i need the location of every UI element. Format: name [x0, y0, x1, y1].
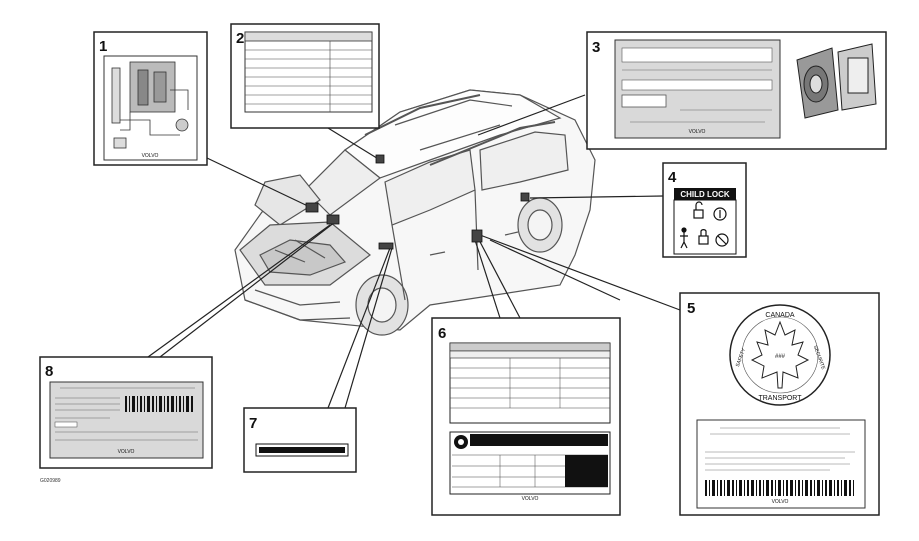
canada-bottom-text: TRANSPORT — [758, 395, 802, 402]
callout-8: 8 — [45, 363, 53, 380]
panel-1-brand: VOLVO — [142, 153, 159, 159]
canada-barcode — [705, 480, 854, 496]
callout-numbers: 1 2 3 4 5 6 7 8 — [45, 30, 695, 432]
panel-5-canada-label: CANADA TRANSPORT SAFETY SECURITE ### — [679, 292, 880, 516]
maple-text: ### — [775, 354, 786, 360]
canada-top-text: CANADA — [765, 312, 795, 319]
callout-2: 2 — [236, 30, 244, 47]
panel-6-tire-info-label: VOLVO — [431, 317, 621, 516]
callout-1: 1 — [99, 38, 107, 55]
panel-7-sill-label — [243, 407, 357, 473]
panel-3-fuel-label: VOLVO — [586, 31, 887, 150]
panel-4-child-lock: CHILD LOCK — [662, 162, 747, 258]
child-lock-title: CHILD LOCK — [680, 190, 730, 199]
panel-1-emission-label: VOLVO — [93, 31, 208, 166]
panel-8-brand: VOLVO — [118, 449, 135, 455]
vin-barcode — [125, 396, 193, 412]
panel-6-brand: VOLVO — [522, 496, 539, 502]
panel-2-tire-table — [230, 23, 380, 129]
label-markers — [305, 154, 530, 250]
leader-lines — [147, 94, 681, 409]
car-drawing — [234, 89, 596, 336]
callout-7: 7 — [249, 415, 257, 432]
callout-3: 3 — [592, 39, 600, 56]
figure-code: G020989 — [40, 478, 61, 484]
panel-3-brand: VOLVO — [689, 129, 706, 135]
callout-5: 5 — [687, 300, 695, 317]
callout-4: 4 — [668, 169, 677, 186]
panel-5-brand: VOLVO — [772, 499, 789, 505]
panel-8-vin-label: VOLVO — [39, 356, 213, 469]
callout-6: 6 — [438, 325, 446, 342]
